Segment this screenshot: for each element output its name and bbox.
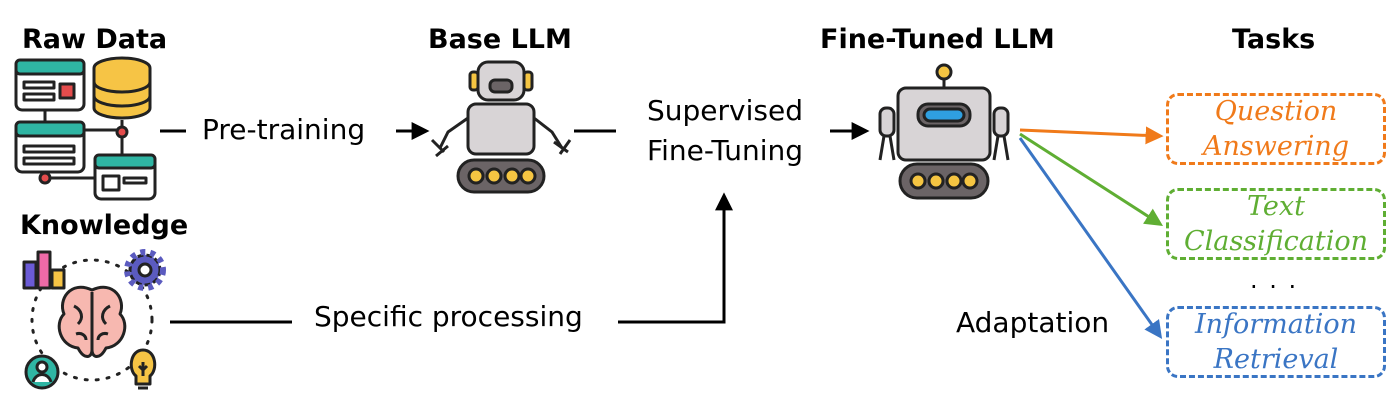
knowledge-icon: [22, 249, 166, 390]
adaptation-label: Adaptation: [956, 306, 1110, 339]
base-llm-heading: Base LLM: [428, 24, 572, 55]
specific-processing-label: Specific processing: [314, 300, 583, 333]
task-question-answering: Question Answering: [1166, 93, 1386, 165]
task-line1: Text: [1247, 191, 1305, 222]
task-information-retrieval: Information Retrieval: [1166, 306, 1386, 378]
fine-tuned-llm-robot-icon: [878, 63, 1010, 200]
specific-processing-edge: [170, 192, 733, 324]
task-line1: Question: [1214, 96, 1338, 127]
fine-tuned-llm-heading: Fine-Tuned LLM: [820, 24, 1055, 55]
task-line1: Information: [1194, 309, 1358, 340]
raw-data-heading: Raw Data: [22, 24, 168, 55]
task-line2: Retrieval: [1213, 344, 1339, 375]
tasks-heading: Tasks: [1232, 24, 1316, 55]
knowledge-heading: Knowledge: [20, 210, 189, 241]
pretraining-label: Pre-training: [202, 113, 366, 146]
task-text-classification: Text Classification: [1166, 188, 1386, 260]
more-tasks-ellipsis: . . .: [1250, 266, 1299, 294]
raw-data-icon: [14, 56, 157, 201]
task-line2: Answering: [1202, 131, 1350, 162]
supervised-label-line1: Supervised: [647, 94, 803, 127]
adaptation-edges: [1018, 126, 1164, 339]
task-line2: Classification: [1183, 226, 1369, 257]
supervised-label-line2: Fine-Tuning: [647, 134, 803, 167]
base-llm-robot-icon: [430, 60, 572, 194]
